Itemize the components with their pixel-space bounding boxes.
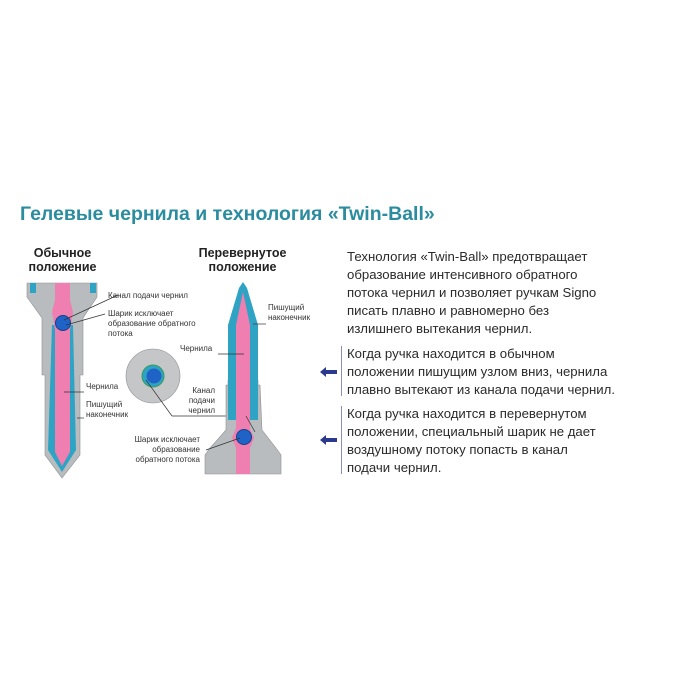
ball xyxy=(55,315,71,331)
normal-heading-line: положение xyxy=(28,260,97,274)
inverted-pen: Пишущий наконечник Чернила Канал подачи … xyxy=(135,282,311,475)
label-ball: образование xyxy=(152,445,200,454)
text-line: плавно вытекают из канала подачи чернил. xyxy=(347,382,616,397)
label-channel: Канал xyxy=(192,386,215,395)
arrow-left-icon xyxy=(320,367,337,377)
text-line: излишнего вытекания чернил. xyxy=(347,321,533,336)
inverted-heading-line: положение xyxy=(208,260,277,274)
label-channel: чернил xyxy=(188,406,215,415)
ball xyxy=(236,429,252,445)
normal-heading: Обычное положение xyxy=(15,246,110,274)
label-tip: Пишущий xyxy=(268,303,304,312)
text-line: Когда ручка находится в перевернутом xyxy=(347,406,587,421)
leader-line xyxy=(63,294,119,321)
label-ball: Шарик исключает xyxy=(108,309,174,318)
label-tip: Пишущий xyxy=(86,400,122,409)
text-line: потока чернил и позволяет ручкам Signo xyxy=(347,285,597,300)
text-line: образование интенсивного обратного xyxy=(347,267,578,282)
leader-line xyxy=(205,437,241,451)
label-tip: наконечник xyxy=(268,313,311,322)
normal-note: Когда ручка находится в обычном положени… xyxy=(347,345,615,399)
text-line: писать плавно и равномерно без xyxy=(347,303,550,318)
label-ball: потока xyxy=(108,329,133,338)
label-channel: подачи xyxy=(189,396,215,405)
divider-line xyxy=(341,346,342,396)
normal-pen: Канал подачи чернил Шарик исключает обра… xyxy=(26,282,196,479)
label-ink: Чернила xyxy=(180,344,213,353)
inverted-note: Когда ручка находится в перевернутом пол… xyxy=(347,405,596,477)
text-line: положении, специальный шарик не дает xyxy=(347,424,596,439)
text-line: воздушному потоку попасть в канал xyxy=(347,442,568,457)
label-ball: обратного потока xyxy=(136,455,201,464)
label-ink: Чернила xyxy=(86,382,119,391)
section-ball xyxy=(146,368,162,384)
leader-line xyxy=(245,415,256,433)
text-line: Технология «Twin-Ball» предотвращает xyxy=(347,249,588,264)
leader-line xyxy=(145,379,173,417)
text-line: Когда ручка находится в обычном xyxy=(347,346,555,361)
label-tip: наконечник xyxy=(86,410,129,419)
arrow-left-icon xyxy=(320,435,337,445)
label-ball: Шарик исключает xyxy=(135,435,201,444)
ink-channel xyxy=(232,292,254,474)
page-title: Гелевые чернила и технология «Twin-Ball» xyxy=(20,203,435,225)
inverted-heading: Перевернутое положение xyxy=(185,246,300,274)
top-cap-left xyxy=(30,283,36,293)
label-ball: образование обратного xyxy=(108,319,196,328)
ink-channel xyxy=(52,283,73,466)
label-channel: Канал подачи чернил xyxy=(108,291,188,300)
text-line: подачи чернил. xyxy=(347,460,442,475)
divider-line xyxy=(341,406,342,474)
leader-line xyxy=(65,313,106,326)
inverted-heading-line: Перевернутое xyxy=(198,246,287,260)
intro-text: Технология «Twin-Ball» предотвращает обр… xyxy=(347,248,596,338)
normal-heading-line: Обычное xyxy=(33,246,92,260)
top-cap-right xyxy=(90,283,96,293)
text-line: положении пишущим узлом вниз, чернила xyxy=(347,364,608,379)
cross-section xyxy=(125,348,246,417)
